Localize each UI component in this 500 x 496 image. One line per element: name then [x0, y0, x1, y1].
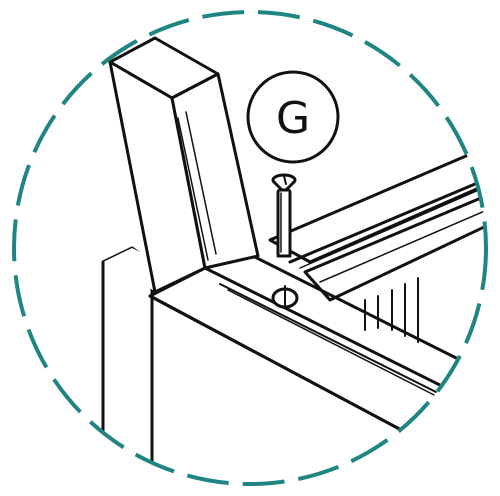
rear-rails — [268, 148, 486, 343]
detail-frame-circle — [12, 10, 488, 486]
part-label-text: G — [276, 93, 310, 144]
bolt-hole — [271, 285, 299, 309]
bolt-g — [271, 173, 297, 258]
line-art — [101, 36, 486, 484]
upright-post — [108, 36, 260, 294]
part-label: G — [246, 70, 340, 164]
